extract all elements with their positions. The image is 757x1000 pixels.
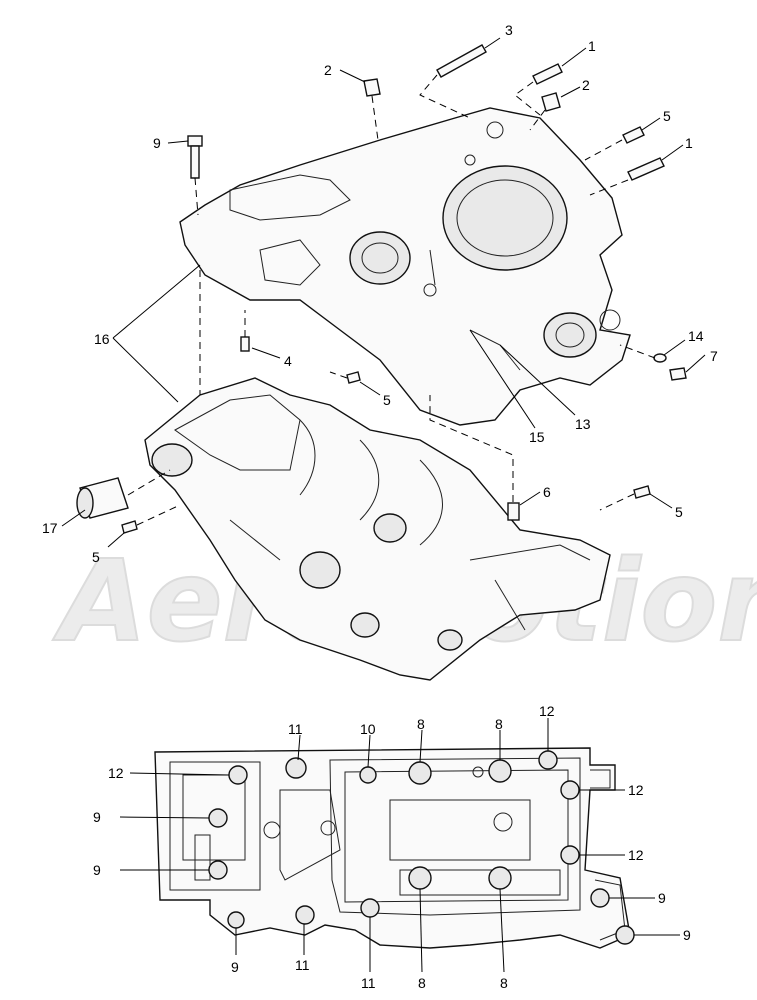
callout-1b: 1 (685, 135, 693, 151)
dowel-1a (532, 63, 563, 85)
loose-parts (76, 44, 687, 534)
sleeve-2b (541, 92, 561, 112)
bolt-11a (285, 757, 307, 779)
callout-11b: 11 (295, 957, 310, 973)
bolt-9a (208, 808, 228, 828)
bolt-9b (208, 860, 228, 880)
callout-2a: 2 (582, 77, 590, 93)
callout-5a: 5 (663, 108, 671, 124)
callout-5c: 5 (675, 504, 683, 520)
bolt-9c (227, 911, 245, 929)
stud-3 (436, 44, 487, 78)
bolt-8b (488, 759, 512, 783)
callout-8d: 8 (500, 975, 508, 991)
dowel-4 (240, 336, 250, 352)
callouts-top: 3 1 2 2 5 1 9 16 4 14 7 5 13 15 6 5 17 5 (42, 22, 718, 565)
callout-5b: 5 (383, 392, 391, 408)
callout-6: 6 (543, 484, 551, 500)
callout-11c: 11 (361, 975, 376, 991)
screw-7 (669, 367, 687, 381)
bolt-9e (615, 925, 635, 945)
bolt-8c (408, 866, 432, 890)
callout-4: 4 (284, 353, 292, 369)
callout-9b: 9 (93, 809, 101, 825)
callout-10: 10 (360, 721, 376, 737)
dowel-5c (633, 485, 651, 499)
bolt-12b (538, 750, 558, 770)
bottom-leaders (119, 718, 680, 973)
bolt-10 (359, 766, 377, 784)
callout-9c: 9 (93, 862, 101, 878)
bolt-8a (408, 761, 432, 785)
callout-12c: 12 (628, 782, 644, 798)
bolt-12d (560, 845, 580, 865)
callout-9a: 9 (153, 135, 161, 151)
callout-9f: 9 (231, 959, 239, 975)
dowel-1b (627, 157, 665, 181)
bolt-9-head (187, 135, 203, 147)
lower-crankcase (144, 377, 611, 681)
bottom-bolt-heads (208, 750, 635, 945)
bolt-11c (360, 898, 380, 918)
callout-17: 17 (42, 520, 58, 536)
callout-9e: 9 (683, 927, 691, 943)
bolt-9-shank (190, 145, 200, 179)
callout-9d: 9 (658, 890, 666, 906)
bolt-12c (560, 780, 580, 800)
bolt-12a (228, 765, 248, 785)
bolt-9d (590, 888, 610, 908)
callout-8b: 8 (495, 716, 503, 732)
callout-8a: 8 (417, 716, 425, 732)
callout-2b: 2 (324, 62, 332, 78)
crankcase-bottom-view (154, 747, 631, 949)
upper-crankcase (179, 107, 631, 426)
callout-8c: 8 (418, 975, 426, 991)
dowel-5a (622, 126, 645, 144)
top-leaders (61, 37, 706, 548)
callout-5d: 5 (92, 549, 100, 565)
callout-7: 7 (710, 348, 718, 364)
callout-12d: 12 (628, 847, 644, 863)
callout-11a: 11 (288, 721, 303, 737)
sleeve-2a (363, 78, 381, 97)
callout-16: 16 (94, 331, 110, 347)
bolt-8d (488, 866, 512, 890)
callout-1a: 1 (588, 38, 596, 54)
bolt-11b (295, 905, 315, 925)
callout-3: 3 (505, 22, 513, 38)
callout-13: 13 (575, 416, 591, 432)
callout-15: 15 (529, 429, 545, 445)
callout-12a: 12 (539, 703, 555, 719)
callouts-bottom: 11 10 8 8 12 12 12 9 12 9 9 9 9 11 11 8 … (93, 703, 691, 991)
sleeve-6 (507, 502, 520, 521)
callout-12b: 12 (108, 765, 124, 781)
callout-14: 14 (688, 328, 704, 344)
dowel-5d (121, 520, 138, 534)
dowel-5b (346, 371, 361, 384)
